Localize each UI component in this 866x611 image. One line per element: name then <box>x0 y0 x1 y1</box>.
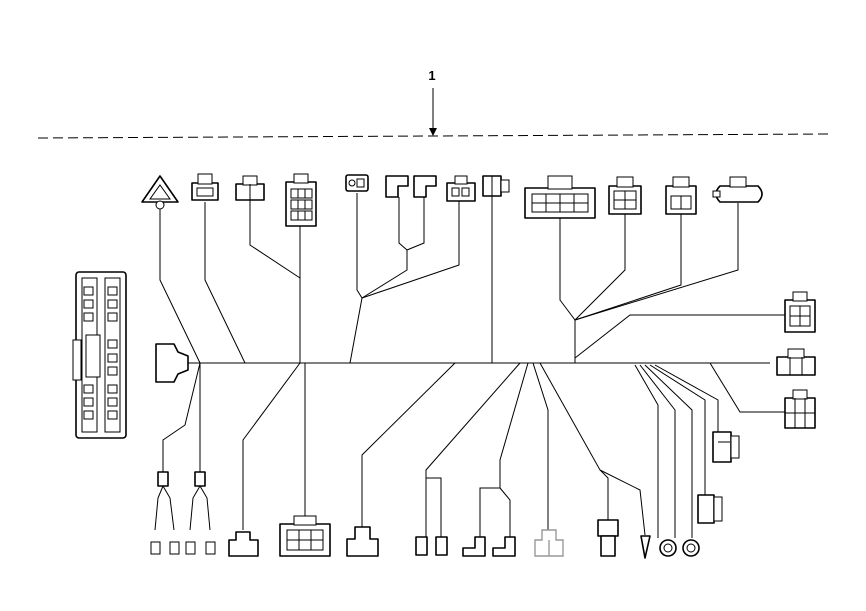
connector-bottom-faded <box>534 529 564 557</box>
fused-pair-right <box>185 471 216 555</box>
connector-bottom-2pin-a <box>228 531 259 557</box>
upper-branch-wires <box>159 193 785 364</box>
connector-right-6pin <box>784 389 816 429</box>
lower-branch-wires <box>162 362 785 538</box>
part-reference-number: 1 <box>428 68 436 83</box>
connector-small-square <box>345 174 369 192</box>
connector-right-4pin <box>784 291 816 333</box>
connector-3pin-top <box>191 173 219 201</box>
connector-sensor-upper <box>712 431 740 463</box>
connector-bottom-l-pair <box>462 536 516 557</box>
connector-bottom-sensor-plug <box>597 519 619 557</box>
connector-bottom-wide <box>279 515 331 557</box>
terminal-spike <box>640 535 651 559</box>
connector-4pin-top-a <box>608 176 642 215</box>
connector-bottom-terminal-pair <box>415 536 448 556</box>
connector-2pin-top <box>235 175 265 201</box>
connector-wide-multipin <box>524 175 596 219</box>
connector-sensor-lower <box>697 494 723 524</box>
fused-pair-left <box>150 471 180 555</box>
connector-oval-flanged <box>712 176 763 203</box>
connector-l-bracket-pair <box>385 175 437 198</box>
connector-right-3pin <box>776 348 816 376</box>
ecu-multi-pin-connector <box>72 271 127 439</box>
connector-4pin-top-b <box>665 176 697 215</box>
connector-bottom-2pin-b <box>346 526 379 557</box>
ring-terminals <box>659 539 700 557</box>
connector-6pin-grid <box>285 173 317 227</box>
connector-triangle <box>141 175 179 210</box>
harness-trunk-plug <box>155 343 189 383</box>
reference-arrow <box>429 88 437 136</box>
connector-side-clip <box>482 175 510 197</box>
connector-2pin-latched <box>446 175 476 202</box>
